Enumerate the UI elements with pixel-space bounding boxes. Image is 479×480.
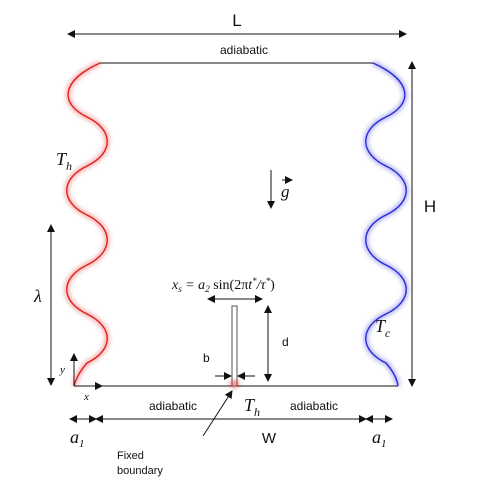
label-y: y: [59, 364, 65, 376]
label-lambda: λ: [33, 286, 42, 306]
gravity-indicator: g: [267, 170, 293, 209]
equation: xs = a2 sin(2πt*/τ*): [171, 276, 275, 294]
label-Tc: Tc: [375, 316, 391, 340]
label-L: L: [232, 11, 241, 30]
label-adiabatic-bottom-right: adiabatic: [290, 399, 338, 413]
label-a1-left: a1: [70, 427, 85, 450]
fin: [231, 305, 238, 387]
fixed-boundary-pointer: [202, 390, 233, 437]
hot-wall: [64, 60, 110, 387]
label-Th-left: Th: [56, 149, 72, 173]
label-W: W: [262, 430, 277, 447]
label-adiabatic-top: adiabatic: [220, 43, 268, 57]
label-Th-bottom: Th: [244, 395, 260, 419]
cold-wall: [363, 60, 409, 387]
label-boundary: boundary: [117, 465, 163, 477]
coordinate-axes: y x: [59, 353, 103, 403]
label-b: b: [203, 351, 210, 365]
label-x: x: [83, 391, 89, 403]
label-a1-right: a1: [372, 427, 387, 450]
label-H: H: [424, 197, 436, 216]
label-g: g: [281, 182, 290, 201]
label-adiabatic-bottom-left: adiabatic: [149, 399, 197, 413]
label-d: d: [282, 335, 289, 349]
heated-spot: [229, 380, 240, 388]
label-fixed: Fixed: [117, 450, 144, 462]
